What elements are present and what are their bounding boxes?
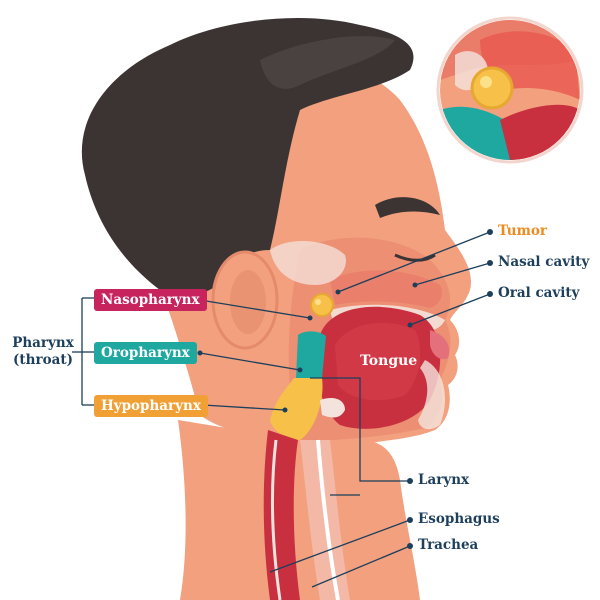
larynx-label: Larynx (418, 472, 470, 488)
oral-leader (409, 293, 491, 326)
trachea-lining (316, 439, 340, 600)
nasal-cavity-shape (330, 270, 442, 308)
esophagus-lining (271, 439, 282, 600)
jaw-bone (418, 360, 445, 430)
nasal-leader (414, 262, 491, 286)
tumor-label: Tumor (498, 223, 548, 239)
oral-cavity-label: Oral cavity (498, 285, 580, 301)
nasopharynx-tag: Nasopharynx (94, 289, 207, 311)
esophagus-leader (269, 519, 411, 573)
hypo-leader (202, 404, 286, 411)
tumor-mark (310, 293, 334, 317)
naso-leader (199, 299, 311, 319)
lips (430, 330, 450, 360)
pharynx-label: Pharynx (throat) (10, 335, 76, 369)
tumor-leader (337, 231, 491, 293)
oropharynx-tag: Oropharynx (94, 342, 197, 364)
leader-lines (72, 231, 491, 588)
trachea-leader (311, 545, 411, 588)
neck (178, 420, 420, 600)
pharynx-label-line2: (throat) (13, 352, 73, 368)
tumor-highlight (315, 299, 321, 305)
pharynx-oro-shape (296, 331, 326, 378)
hypopharynx-tag: Hypopharynx (94, 395, 208, 417)
ear-inner (230, 270, 266, 334)
hair-highlight (260, 36, 395, 89)
trachea-label: Trachea (418, 537, 479, 553)
larynx-leader-a (310, 377, 410, 482)
esophagus-label: Esophagus (418, 511, 500, 527)
pharynx-label-line1: Pharynx (12, 335, 74, 351)
sinus-structure (270, 240, 346, 285)
tongue-label: Tongue (360, 353, 418, 369)
larynx-shape (320, 398, 345, 418)
oro-leader (199, 352, 301, 371)
magnified-inset (436, 16, 584, 164)
tongue-highlight (335, 322, 421, 401)
eyebrow (375, 197, 440, 218)
hair (81, 17, 414, 297)
nasal-cavity-label: Nasal cavity (498, 254, 590, 270)
pharynx-hypo-shape (270, 378, 323, 440)
